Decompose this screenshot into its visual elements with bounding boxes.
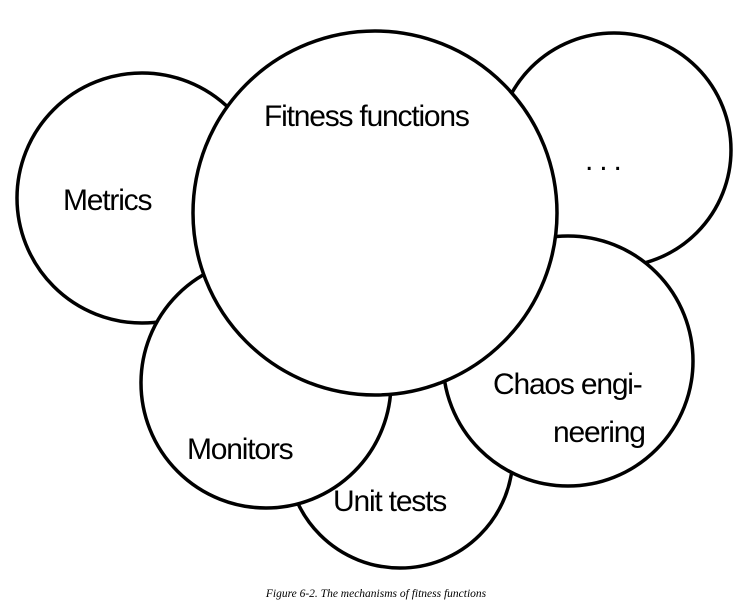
figure-caption: Figure 6-2. The mechanisms of fitness fu… xyxy=(265,588,487,600)
chaos-engineering-label-line2: neering xyxy=(553,416,645,449)
chaos-engineering-label-line1: Chaos engi- xyxy=(493,368,642,401)
fitness-functions-circle xyxy=(191,29,559,397)
unit-tests-label: Unit tests xyxy=(333,485,446,518)
more-label: . . . xyxy=(585,144,621,177)
metrics-label: Metrics xyxy=(63,184,151,217)
monitors-label: Monitors xyxy=(187,433,293,466)
fitness-functions-label: Fitness functions xyxy=(264,100,469,133)
fitness-functions-circle-group: Fitness functions xyxy=(191,29,559,397)
